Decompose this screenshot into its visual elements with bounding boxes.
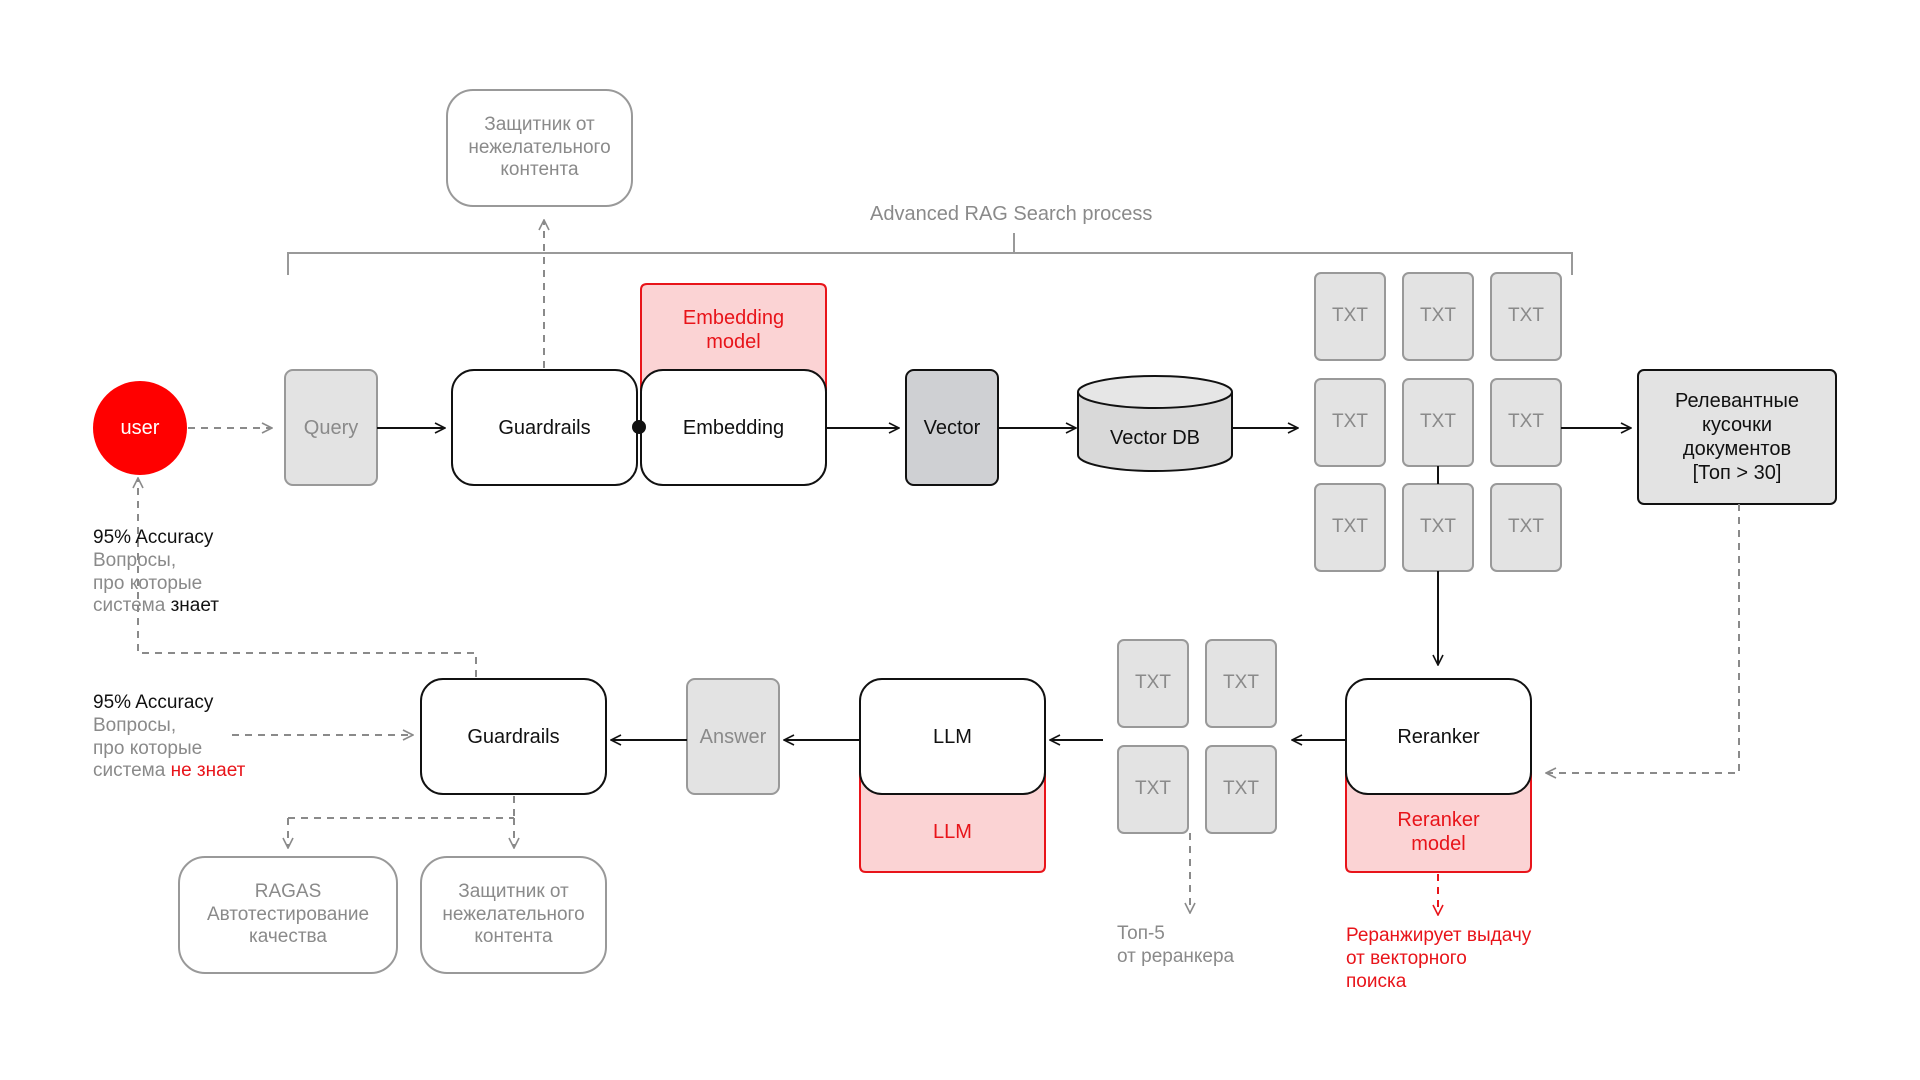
- defender-top-box[interactable]: [446, 89, 633, 207]
- relevant-chunks-line-1: Релевантные: [1675, 390, 1799, 412]
- note-known-accuracy: 95% Accuracy: [93, 527, 214, 548]
- relevant-chunks-line-4: [Топ > 30]: [1692, 462, 1782, 484]
- txt-grid-top5: [1117, 639, 1277, 834]
- guardrails-embedding-joint: [632, 420, 646, 434]
- embedding-model-line-2: model: [706, 331, 761, 353]
- reranker-label: Reranker: [1397, 725, 1480, 748]
- note-unknown-line-2: про которые: [93, 737, 203, 759]
- txt-chunk: TXT: [1332, 516, 1368, 538]
- embedding-model-line-1: Embedding: [682, 307, 785, 329]
- reranker-box[interactable]: [1345, 678, 1532, 795]
- user-label: user: [120, 417, 160, 439]
- process-title: Advanced RAG Search process: [870, 203, 1153, 225]
- note-top5: Топ-5 от реранкера: [1117, 923, 1234, 969]
- txt-chunk: TXT: [1508, 516, 1544, 538]
- guardrails-bottom-box[interactable]: [420, 678, 607, 795]
- note-rerank-line-2: от векторного: [1346, 947, 1467, 969]
- defender-top-line-2: нежелательного: [468, 136, 611, 158]
- defender-top-line-3: контента: [500, 159, 579, 181]
- note-known-emph: знает: [170, 595, 219, 617]
- query-label: Query: [303, 416, 359, 439]
- relevant-chunks-line-2: кусочки: [1702, 414, 1772, 436]
- note-known-line-2: про которые: [93, 572, 203, 594]
- relevant-chunks-box[interactable]: [1637, 369, 1837, 505]
- txt-chunk: TXT: [1508, 305, 1544, 327]
- vector-db-cylinder[interactable]: [1077, 375, 1233, 472]
- note-known-questions: 95% Accuracy Вопросы, про которые систем…: [93, 527, 219, 618]
- embedding-model-label: Embedding model: [641, 300, 826, 360]
- note-unknown-accuracy: 95% Accuracy: [93, 692, 214, 713]
- answer-box[interactable]: [686, 678, 780, 795]
- txt-chunk: TXT: [1135, 672, 1171, 694]
- reranker-model-label: Reranker model: [1346, 800, 1531, 864]
- txt-chunk: TXT: [1223, 672, 1259, 694]
- defender-bottom-label: Защитник от нежелательного контента: [421, 857, 606, 973]
- note-known-line-1: Вопросы,: [93, 549, 177, 571]
- llm-model-label: LLM: [933, 821, 972, 843]
- defender-bottom-line-2: нежелательного: [442, 903, 585, 925]
- txt-chunk: TXT: [1223, 778, 1259, 800]
- ragas-box[interactable]: [178, 856, 398, 974]
- defender-bottom-line-1: Защитник от: [458, 880, 569, 902]
- note-unknown-emph: не знает: [170, 760, 246, 782]
- note-known-prefix: система: [93, 595, 171, 617]
- txt-chunk: TXT: [1420, 516, 1456, 538]
- llm-label: LLM: [933, 725, 972, 748]
- note-known-line-3: система знает: [93, 595, 219, 618]
- txt-grid-top: [1314, 272, 1562, 572]
- process-bracket: [287, 233, 1573, 275]
- relevant-chunks-label: Релевантные кусочки документов [Топ > 30…: [1638, 370, 1836, 504]
- note-top5-line-1: Топ-5: [1117, 923, 1165, 944]
- answer-label: Answer: [699, 725, 767, 748]
- user-node[interactable]: [93, 381, 187, 475]
- ragas-line-3: качества: [249, 926, 327, 948]
- embedding-model-box[interactable]: [640, 283, 827, 391]
- ragas-line-2: Автотестирование: [206, 903, 370, 925]
- defender-top-label: Защитник от нежелательного контента: [447, 90, 632, 206]
- txt-chunk: TXT: [1420, 411, 1456, 433]
- txt-chunk: TXT: [1420, 305, 1456, 327]
- ragas-line-1: RAGAS: [254, 880, 322, 902]
- txt-chunk: TXT: [1332, 411, 1368, 433]
- defender-bottom-box[interactable]: [420, 856, 607, 974]
- note-rerank: Реранжирует выдачу от векторного поиска: [1346, 925, 1531, 993]
- guardrails-bottom-label: Guardrails: [467, 725, 560, 748]
- txt-chunk: TXT: [1332, 305, 1368, 327]
- defender-bottom-line-3: контента: [474, 926, 553, 948]
- ragas-label: RAGAS Автотестирование качества: [179, 857, 397, 973]
- note-rerank-line-1: Реранжирует выдачу: [1346, 925, 1532, 946]
- note-unknown-prefix: система: [93, 760, 171, 782]
- connectors: [138, 220, 1740, 915]
- note-rerank-line-3: поиска: [1346, 970, 1407, 992]
- txt-chunk: TXT: [1508, 411, 1544, 433]
- reranker-model-line-1: Reranker: [1397, 809, 1480, 831]
- embedding-label: Embedding: [682, 416, 785, 439]
- guardrails-top-label: Guardrails: [498, 416, 591, 439]
- note-unknown-line-1: Вопросы,: [93, 714, 177, 736]
- txt-chunk: TXT: [1135, 778, 1171, 800]
- note-top5-line-2: от реранкера: [1117, 945, 1235, 967]
- reranker-model-line-2: model: [1411, 833, 1466, 855]
- relevant-chunks-line-3: документов: [1682, 438, 1792, 460]
- vector-label: Vector: [923, 416, 981, 439]
- vector-db-label: Vector DB: [1109, 427, 1201, 449]
- llm-box[interactable]: [859, 678, 1046, 795]
- note-unknown-questions: 95% Accuracy Вопросы, про которые систем…: [93, 692, 245, 783]
- defender-top-line-1: Защитник от: [484, 113, 595, 135]
- note-unknown-line-3: система не знает: [93, 760, 245, 783]
